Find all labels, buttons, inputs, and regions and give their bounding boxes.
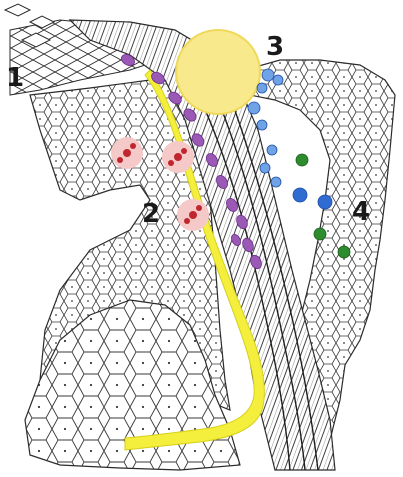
label-1: 1 (6, 63, 24, 93)
label-2: 2 (142, 199, 160, 229)
label-3: 3 (266, 32, 284, 62)
label-4: 4 (352, 197, 370, 227)
yellow-sun-body (176, 30, 260, 114)
